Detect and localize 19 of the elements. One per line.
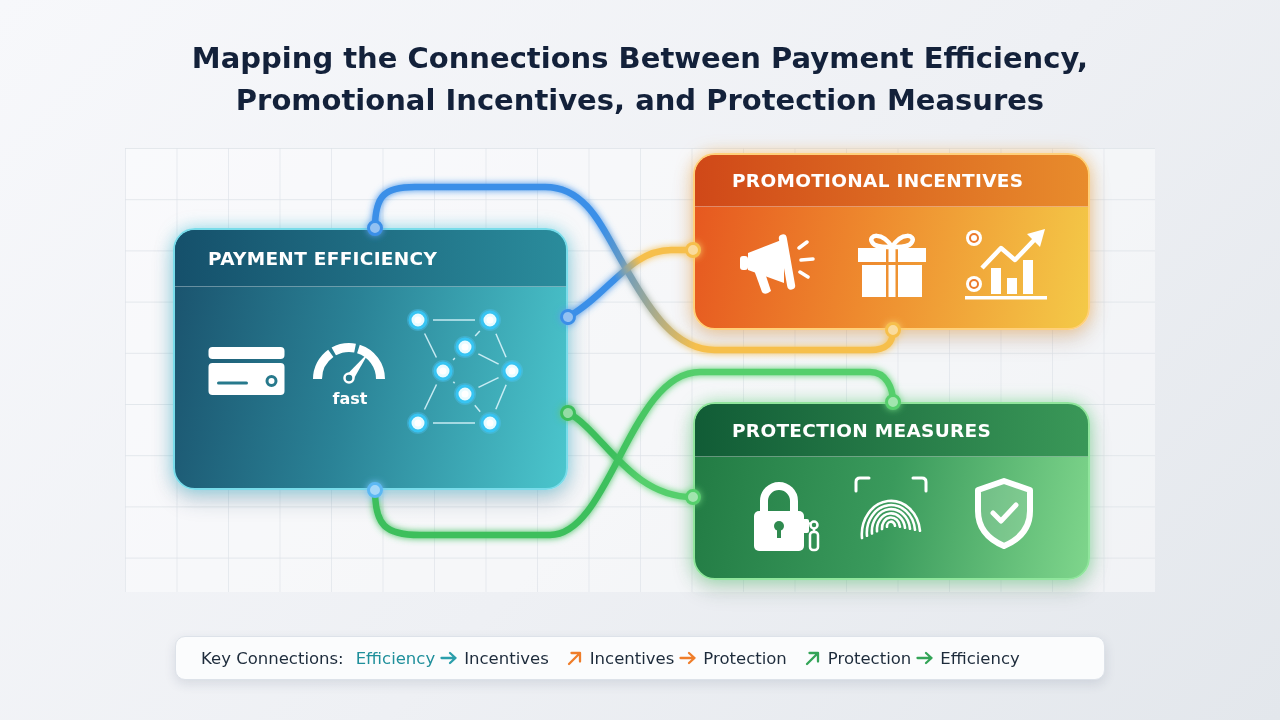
connector xyxy=(560,405,701,506)
key-label: Incentives xyxy=(464,648,549,668)
key-heading: Key Connections: xyxy=(201,648,344,668)
key-label: Efficiency xyxy=(940,648,1020,668)
category-card xyxy=(173,228,568,490)
title: Mapping the Connections Between Payment Efficiency, Promotional Incentives, and Protection Measures xyxy=(190,40,1090,119)
category-card xyxy=(693,402,1090,580)
key-label: Efficiency xyxy=(355,648,436,668)
category-card xyxy=(693,153,1090,330)
key-label: Incentives xyxy=(589,648,675,668)
connector xyxy=(367,183,901,354)
key-label: Protection xyxy=(703,648,787,668)
connector xyxy=(367,368,901,539)
card-title: PAYMENT EFFICIENCY xyxy=(208,247,438,269)
card-title: PROTECTION MEASURES xyxy=(732,419,992,441)
key-label: Protection xyxy=(827,648,912,668)
card-title: PROMOTIONAL INCENTIVES xyxy=(732,170,1024,191)
gauge-label: fast xyxy=(332,389,368,409)
connector xyxy=(560,242,701,325)
